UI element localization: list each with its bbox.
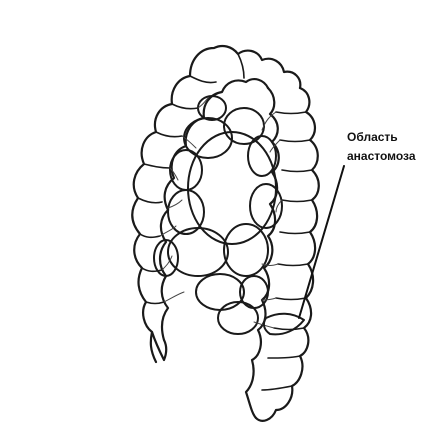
annotation-line-2: анастомоза [347, 147, 416, 166]
right-colon-outer [256, 88, 319, 421]
anastomosis-site [264, 314, 304, 335]
haustral-folds-right [262, 112, 312, 390]
annotation-label: Область анастомоза [347, 128, 416, 166]
annotation-line-1: Область [347, 128, 416, 147]
annotation-pointer [299, 166, 344, 318]
